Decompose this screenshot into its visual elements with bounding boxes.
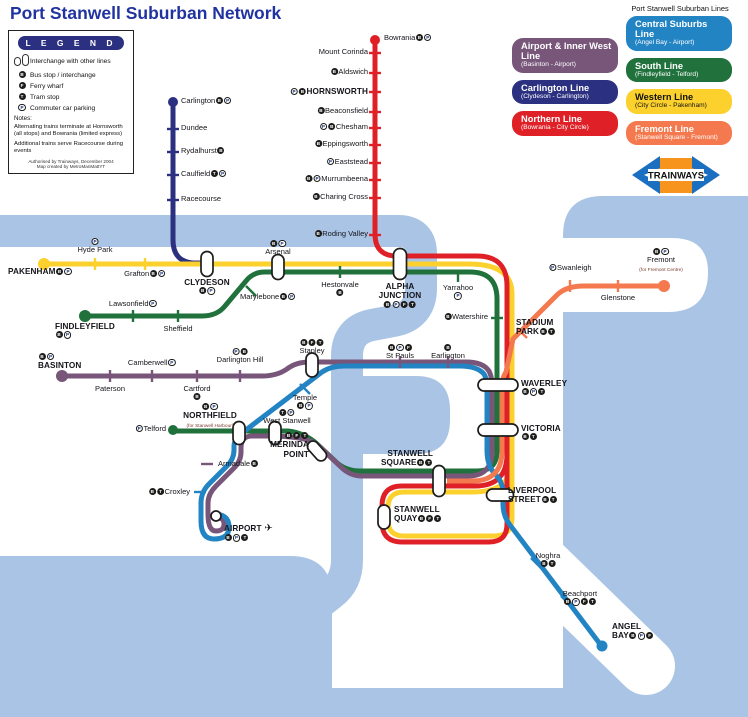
legend-item-bus: B Bus stop / interchange [14,71,128,79]
terminus-dot [658,280,670,292]
legend-item-tram: T Tram stop [14,93,128,101]
line-legend-box: Carlington Line(Clydeson - Carlington) [512,79,618,105]
interchange-capsule [392,247,408,281]
line-legend-route: (Stanwell Square - Fremont) [635,133,718,141]
ferry-icon: F [14,82,30,90]
legend-item-interchange: Interchange with other lines [14,54,128,68]
legend-credit: Authorised by Trainways, December 2004 M… [14,159,128,171]
terminus-dot [79,310,91,322]
legend-item-ferry: F Ferry wharf [14,82,128,90]
line-legend-name: Northern Line [521,114,582,125]
interchange-capsule [268,420,282,446]
station-tick [530,557,542,569]
line-legend-route: (Findleyfield - Telford) [635,70,699,78]
terminus-dot [38,258,50,270]
terminus-dot [370,35,380,45]
line-legend-route: (Bowrania - City Circle) [521,124,589,132]
station-tick [299,383,311,395]
line-legend-name: Fremont Line [635,123,694,134]
interchange-capsule [432,464,446,498]
interchange-capsule [477,378,519,392]
line-legend-box: Northern Line(Bowrania - City Circle) [512,111,618,136]
line-legend-box: Fremont Line(Stanwell Square - Fremont) [626,120,732,146]
legend-credit-line: Authorised by Trainways, December 2004 [28,158,114,164]
legend-item-label: Ferry wharf [30,82,64,90]
line-legend-name: Western Line [635,92,694,103]
trainways-logo: TRAINWAYS [632,156,720,195]
legend-item-label: Commuter car parking [30,104,96,112]
line-legend-route: (Angel Bay - Airport) [635,39,695,47]
tram-icon: T [14,93,30,101]
terminus-dot [168,425,178,435]
interchange-capsule [377,504,391,530]
line-legend-box: Central Suburbs Line(Angel Bay - Airport… [626,16,732,51]
line-legend-box: Airport & Inner West Line(Basinton - Air… [512,38,618,73]
line-legend-route: (Clydeson - Carlington) [521,92,589,100]
legend-credit-line: Map created by MetroManMattYT [36,164,106,170]
logo-right-chevron-icon [692,156,720,195]
interchange-capsule [232,420,246,446]
legend-note: Alternating trains terminate at Hornswor… [14,124,123,138]
legend-title: L E G E N D [18,36,124,50]
line-legend-route: (Basinton - Airport) [521,61,576,69]
parking-icon: P [14,104,30,112]
logo-orange-band [658,180,694,194]
logo-orange-band [658,158,694,172]
interchange-capsule [305,352,319,378]
station-tick [516,327,528,339]
lines-legend-column-right: Central Suburbs Line(Angel Bay - Airport… [626,16,732,152]
terminus-dot [596,640,608,652]
line-legend-name: Airport & Inner West Line [521,41,612,62]
logo-text: TRAINWAYS [648,171,704,182]
interchange-capsule [485,488,515,502]
line-legend-box: Western Line(City Circle - Pakenham) [626,89,732,114]
water-area [352,376,450,454]
logo-text-band [648,169,704,182]
lines-legend: Port Stanwell Suburban Lines Airport & I… [512,4,740,203]
legend-item-label: Bus stop / interchange [30,71,96,79]
legend-item-label: Interchange with other lines [30,57,111,65]
bus-icon: B [18,71,26,78]
legend-panel: L E G E N D Interchange with other lines… [8,30,134,175]
legend-note: Additional trains serve Racecourse durin… [14,140,124,155]
interchange-capsule [271,253,285,281]
page-title: Port Stanwell Suburban Network [10,3,282,23]
water-area [0,556,332,717]
line-legend-name: Carlington Line [521,82,590,93]
water-area [558,238,708,312]
water-area [0,215,437,632]
legend-item-label: Tram stop [30,93,60,101]
interchange-capsule [200,250,214,278]
logo-left-chevron-icon [632,156,660,195]
terminus-dot [56,370,68,382]
terminus-dot [168,97,178,107]
lines-legend-header: Port Stanwell Suburban Lines [631,4,729,13]
line-legend-name: South Line [635,60,684,71]
line-legend-box: South Line(Findleyfield - Telford) [626,57,732,83]
interchange-capsule [477,423,519,437]
water-area [563,196,748,717]
station-tick [245,285,257,297]
interchange-capsule [306,440,328,462]
water-area [0,688,748,717]
legend-item-parking: P Commuter car parking [14,104,128,112]
legend-notes-title: Notes: [14,115,32,122]
station-circle [210,510,222,522]
line-legend-route: (City Circle - Pakenham) [635,102,707,110]
line-legend-name: Central Suburbs Line [635,19,708,40]
lines-legend-column-left: Airport & Inner West Line(Basinton - Air… [512,38,618,152]
rail-line-western [42,261,515,539]
interchange-icon [14,54,30,68]
